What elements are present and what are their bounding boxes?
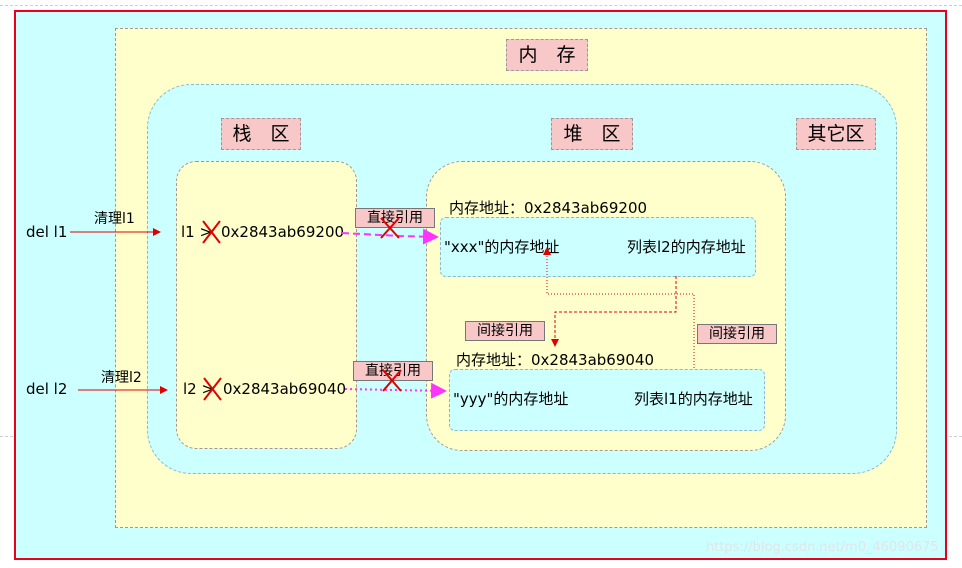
cell1-l2-text: 列表l2的内存地址 xyxy=(627,238,746,256)
cross-mark-stack-1 xyxy=(202,220,221,244)
clear-l2-text: 清理l2 xyxy=(101,370,142,386)
direct-ref-tag-2: 直接引用 xyxy=(353,361,433,381)
indirect-ref-tag-1: 间接引用 xyxy=(465,321,545,341)
guide-line-top xyxy=(0,5,962,6)
cell2-yyy-text: "yyy"的内存地址 xyxy=(453,390,569,408)
cross-mark-stack-2 xyxy=(203,377,222,401)
stack-addr-l1: 0x2843ab69200 xyxy=(221,223,345,241)
cross-mark-ref-2 xyxy=(382,369,402,392)
cross-mark-ref-1 xyxy=(380,217,400,239)
del-l2-text: del l2 xyxy=(26,380,68,398)
watermark: https://blog.csdn.net/m0_46090675 xyxy=(706,540,939,555)
stack-label: 栈 区 xyxy=(221,118,301,150)
heap-label: 堆 区 xyxy=(551,118,633,150)
direct-ref-arrow-2 xyxy=(344,382,447,399)
clear-l1-text: 清理l1 xyxy=(94,211,135,227)
stack-addr-l2: 0x2843ab69040 xyxy=(223,380,347,398)
heap-cell-list2 xyxy=(449,369,765,431)
indirect-ref-tag-2: 间接引用 xyxy=(697,324,777,344)
cell1-xxx-text: "xxx"的内存地址 xyxy=(444,238,560,256)
heap-cell-list1 xyxy=(440,217,756,277)
indirect-ref-arrow-2 xyxy=(543,247,695,368)
other-label: 其它区 xyxy=(796,118,876,150)
direct-ref-arrow-1 xyxy=(341,228,439,245)
stack-var-l1: l1 > xyxy=(181,223,213,241)
stack-region xyxy=(176,161,357,449)
heap-addr-1: 内存地址：0x2843ab69200 xyxy=(449,199,648,217)
cell2-l1-text: 列表l1的内存地址 xyxy=(634,390,753,408)
memory-label: 内 存 xyxy=(506,39,588,71)
stack-var-l2: l2 > xyxy=(183,380,215,398)
del-l1-text: del l1 xyxy=(26,223,68,241)
heap-addr-2: 内存地址：0x2843ab69040 xyxy=(456,351,655,369)
direct-ref-tag-1: 直接引用 xyxy=(355,208,435,228)
indirect-ref-arrow-1 xyxy=(551,276,677,347)
